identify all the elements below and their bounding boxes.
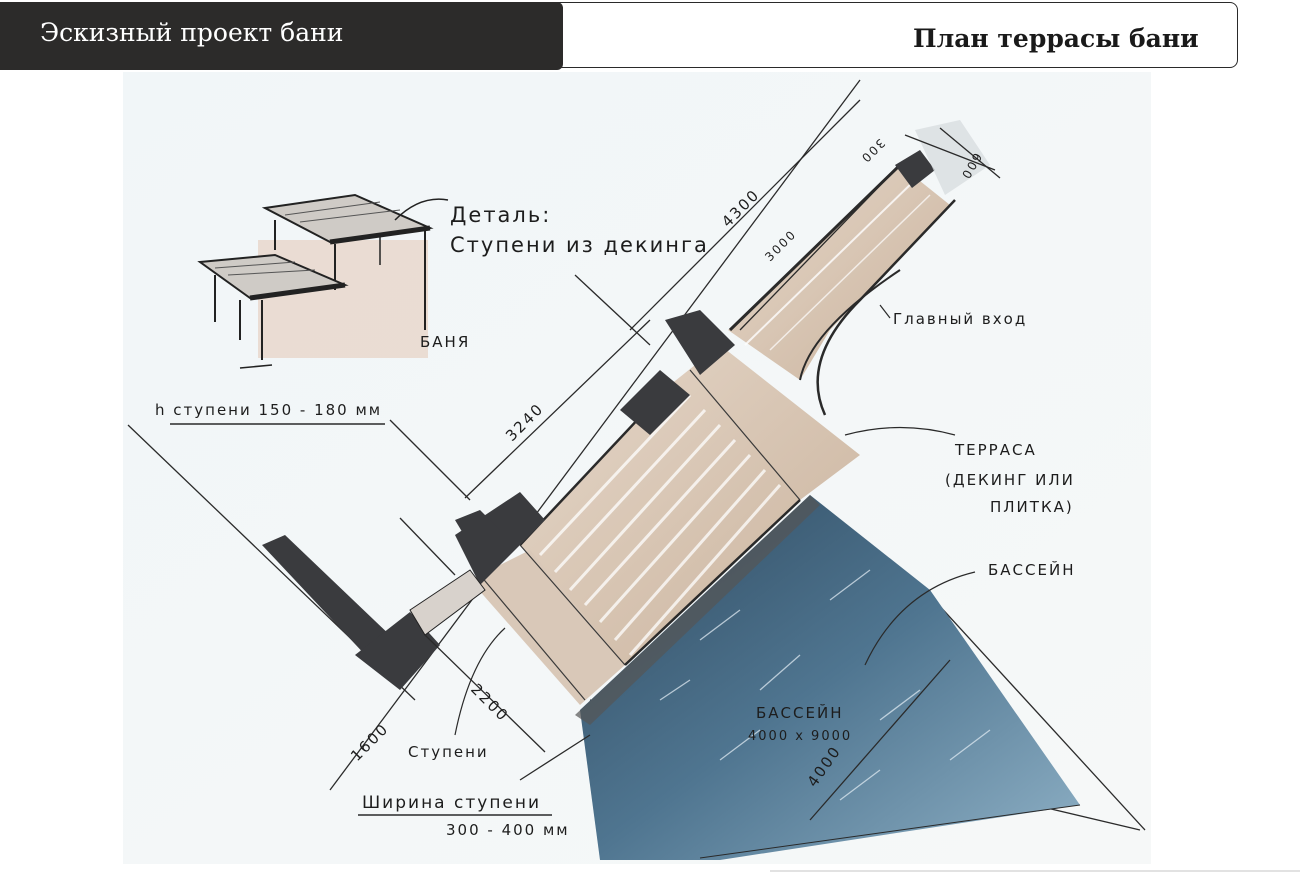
terrace-label-line3: ПЛИТКА) [990, 498, 1074, 516]
pool-pointer-label: БАССЕЙН [988, 560, 1075, 579]
banya-label: БАНЯ [420, 333, 470, 351]
steps-detail-sketch [197, 193, 449, 369]
pool-size-label: 4000 х 9000 [748, 729, 852, 744]
leader-lines [170, 304, 976, 816]
pool-name-label: БАССЕЙН [756, 703, 843, 722]
header-title-block [0, 2, 563, 70]
terrace-decking [455, 310, 860, 705]
entrance-walkway [728, 120, 990, 416]
footer-rule [770, 870, 1300, 872]
left-dark-platform [262, 535, 486, 690]
project-title: Эскизный проект бани [40, 18, 344, 47]
pool [575, 495, 1081, 860]
terrace-plan-sketch: Деталь: Ступени из декинга БАНЯ h ступен… [123, 72, 1151, 864]
main-entrance-label: Главный вход [893, 310, 1027, 328]
sheet-title: План террасы бани [913, 24, 1199, 53]
terrace-label-line1: ТЕРРАСА [954, 441, 1037, 459]
step-width-title: Ширина ступени [362, 793, 541, 813]
detail-label-line1: Деталь: [450, 203, 551, 227]
step-height-label: h ступени 150 - 180 мм [155, 401, 382, 419]
dimension-lines [424, 99, 1001, 821]
step-width-value: 300 - 400 мм [446, 821, 570, 839]
detail-label-line2: Ступени из декинга [450, 233, 709, 257]
steps-label: Ступени [408, 743, 489, 761]
terrace-label-line2: (ДЕКИНГ ИЛИ [945, 471, 1075, 489]
